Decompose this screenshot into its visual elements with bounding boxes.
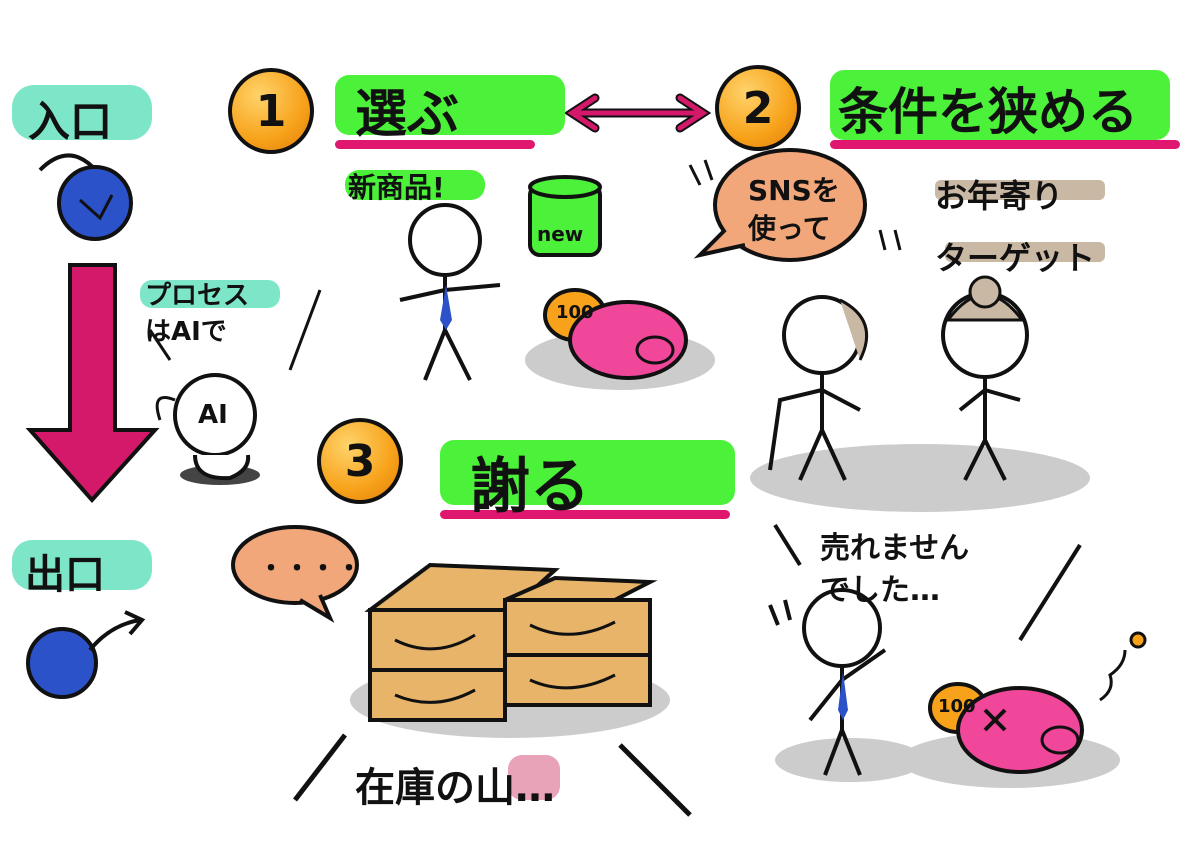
- exit-label: 出口: [25, 552, 105, 598]
- ai-label: AI: [198, 400, 228, 430]
- step-3-number: 3: [317, 418, 403, 504]
- step-3-highlight: [440, 440, 735, 505]
- target-text: お年寄り ターゲット: [935, 177, 1096, 277]
- stock-text: 在庫の山…: [355, 765, 555, 811]
- process-note: プロセス はAIで: [145, 281, 250, 347]
- process-highlight: [140, 280, 280, 308]
- target-highlight-2: [945, 242, 1105, 262]
- new-product-highlight: [345, 170, 485, 200]
- step-1-number: 1: [228, 68, 314, 154]
- exit-ball: [26, 627, 98, 699]
- entrance-label: 入口: [28, 97, 113, 146]
- entrance-highlight: [12, 85, 152, 140]
- target-highlight-1: [935, 180, 1105, 200]
- step-1-title: 選ぶ: [355, 85, 460, 145]
- person-shadow: [775, 738, 925, 782]
- step-3-title: 謝る: [470, 452, 590, 522]
- exit-highlight: [12, 540, 152, 590]
- new-product-note: 新商品!: [348, 171, 445, 204]
- stock-boxes: [364, 562, 658, 722]
- step-1-underline: [335, 140, 535, 149]
- can-label: new: [537, 222, 584, 246]
- step-2-title: 条件を狭める: [838, 83, 1138, 141]
- step-2-underline: [830, 140, 1180, 149]
- flow-down-arrow: [25, 263, 160, 504]
- sns-bubble-text: SNSを 使って: [748, 174, 840, 245]
- entrance-ball: [57, 165, 133, 241]
- person-1-head: [408, 203, 482, 277]
- sns-bubble: [713, 148, 867, 262]
- step-2-number: 2: [715, 65, 801, 151]
- silent-bubble-text: ・・・・: [258, 554, 363, 584]
- step-1-highlight: [335, 75, 565, 135]
- coin-2-label: 100: [938, 696, 976, 717]
- step-3-underline: [440, 510, 730, 519]
- mountain-highlight: [508, 755, 560, 800]
- apology-text: 売れません でした…: [820, 531, 970, 608]
- step-2-highlight: [830, 70, 1170, 140]
- coin-1-label: 100: [556, 302, 594, 323]
- silent-bubble: [231, 525, 359, 605]
